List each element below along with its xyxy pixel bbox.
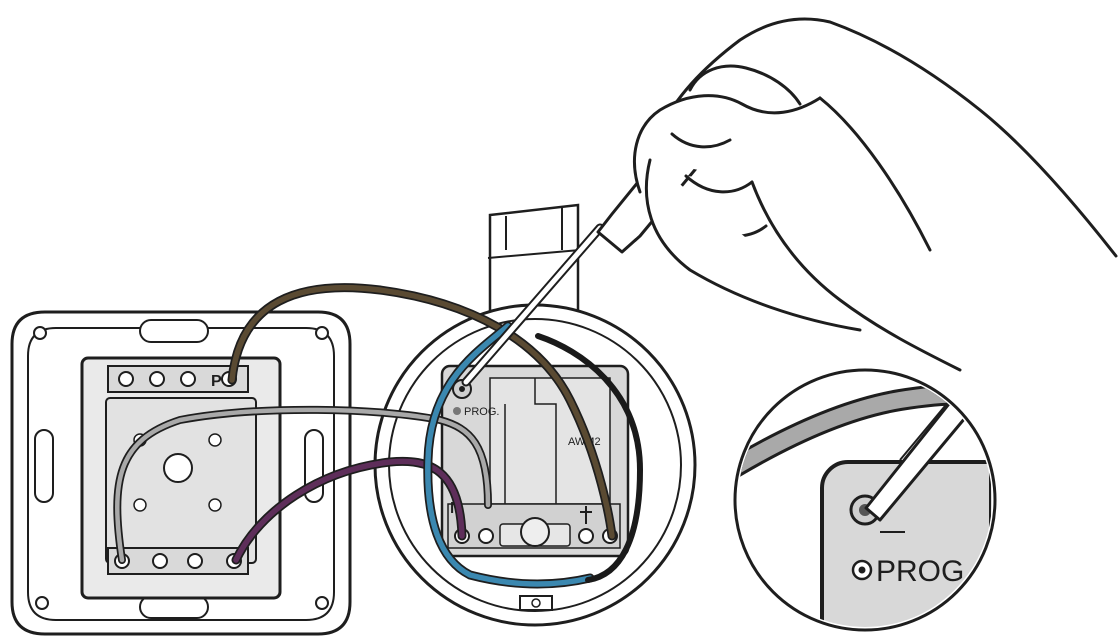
prog-detail-zoom: PROG. xyxy=(733,368,997,632)
detail-prog-icon xyxy=(851,559,873,581)
wires xyxy=(113,283,644,589)
ground-symbol-icon xyxy=(580,506,592,524)
mount-hole-tl xyxy=(33,326,47,340)
hand-icon xyxy=(632,17,1118,372)
black-wire xyxy=(535,333,644,583)
switch-terminal-p-label: P xyxy=(211,373,222,390)
mount-hole-bl xyxy=(35,596,49,610)
conduit xyxy=(488,203,580,332)
detail-module-corner xyxy=(820,460,992,627)
wall-switch: P xyxy=(10,310,352,636)
detail-prog-label: PROG. xyxy=(876,555,973,588)
slot-left xyxy=(34,429,54,503)
switch-bottom-terminals xyxy=(107,547,249,575)
screw-terminal-icon xyxy=(118,371,237,387)
prog-button-icon xyxy=(453,407,461,415)
mount-hole-tr xyxy=(315,326,329,340)
mount-hole-br xyxy=(315,596,329,610)
switch-center-hub xyxy=(163,453,193,483)
module-prog-label: PROG. xyxy=(464,406,499,418)
slot-top xyxy=(139,319,209,343)
